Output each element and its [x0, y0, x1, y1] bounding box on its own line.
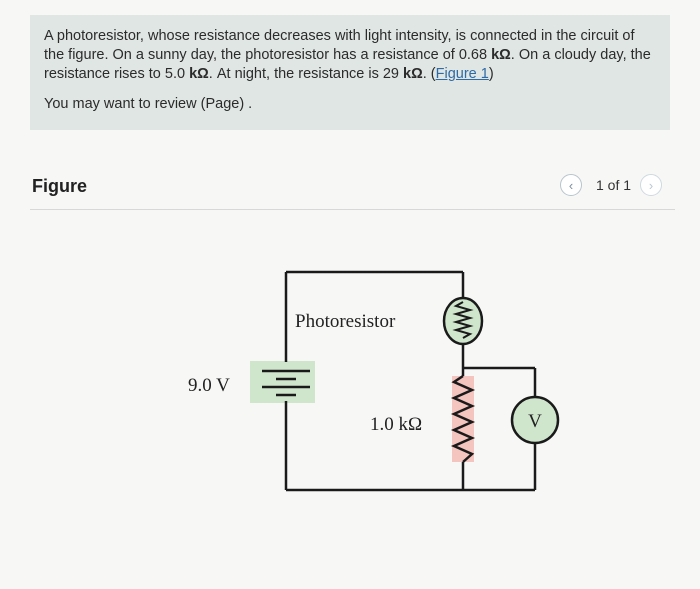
problem-text-part1: A photoresistor, whose resistance decrea…: [44, 28, 635, 63]
voltmeter-label: V: [528, 411, 542, 432]
figure-1-link[interactable]: Figure 1: [435, 66, 489, 82]
problem-text-part4: . (: [422, 66, 436, 82]
problem-text-part2: . On a cloudy day, the resistance rises …: [44, 47, 651, 82]
figure-divider: [30, 209, 675, 210]
battery-symbol: [262, 369, 310, 397]
resistor-symbol: [450, 374, 476, 463]
photoresistor-label: Photoresistor: [295, 311, 396, 332]
pager-count: 1 of 1: [596, 177, 632, 193]
sunny-unit: kΩ: [491, 47, 511, 63]
circuit-wires: [284, 270, 537, 492]
figure-heading: Figure: [32, 176, 88, 196]
voltmeter-symbol: [510, 395, 560, 445]
night-unit: kΩ: [403, 66, 423, 82]
problem-text: A photoresistor, whose resistance decrea…: [44, 27, 656, 84]
cloudy-unit: kΩ: [189, 66, 209, 82]
problem-text-part3: . At night, the resistance is 29: [208, 66, 399, 82]
battery-highlight: [250, 361, 315, 403]
problem-text-part5: ): [488, 66, 494, 82]
chevron-left-icon: ‹: [568, 177, 574, 193]
chevron-right-icon: ›: [648, 177, 654, 193]
figure-pager: ‹ 1 of 1 ›: [560, 172, 663, 198]
prev-figure-button[interactable]: ‹: [560, 174, 582, 196]
battery-label: 9.0 V: [188, 375, 230, 396]
resistor-label: 1.0 kΩ: [370, 414, 422, 435]
photoresistor-symbol: [442, 296, 484, 346]
review-text: You may want to review (Page) .: [44, 96, 253, 112]
next-figure-button[interactable]: ›: [640, 174, 663, 196]
problem-statement: A photoresistor, whose resistance decrea…: [30, 15, 670, 130]
